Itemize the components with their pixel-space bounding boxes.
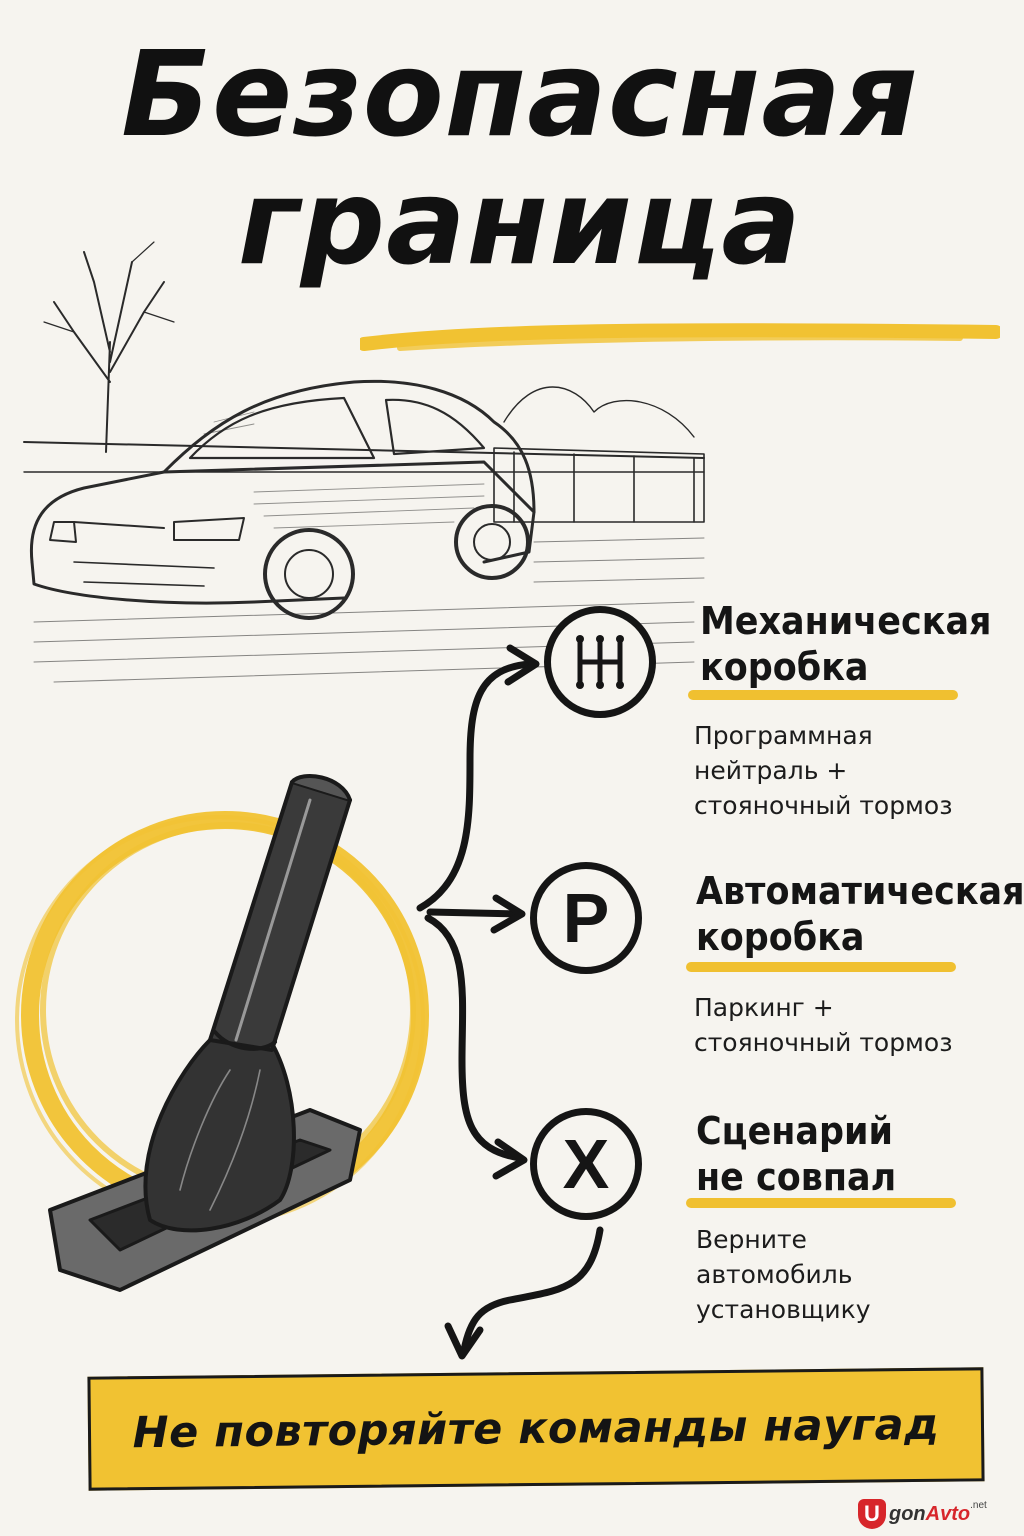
logo-shield-icon: U	[858, 1499, 886, 1529]
option-mismatch-underline	[686, 1198, 956, 1208]
tree-sketch	[43, 241, 175, 453]
parking-p-icon: P	[530, 862, 642, 974]
cross-glyph: X	[562, 1125, 610, 1203]
title-line-1: Безопасная	[121, 25, 919, 163]
option-mismatch-description: Верните автомобиль установщику	[696, 1225, 871, 1324]
front-wheel-sketch	[263, 528, 355, 620]
option-auto-description: Паркинг + стояночный тормоз	[694, 993, 953, 1057]
gear-shift-pattern-icon	[544, 606, 656, 718]
rear-wheel-sketch	[454, 504, 530, 580]
title-line-2: граница	[237, 153, 803, 291]
car-body-sketch	[29, 379, 536, 605]
option-mismatch-heading: Сценарий не совпал	[696, 1109, 897, 1199]
logo-wordmark: gonAvto	[889, 1502, 971, 1525]
option-auto-underline	[686, 962, 956, 972]
logo-tld: .net	[970, 1500, 987, 1511]
page-title: Безопасная граница	[60, 30, 980, 286]
arrow-to-banner	[460, 1226, 604, 1354]
handbrake-lever-illustration	[15, 774, 429, 1292]
option-manual-heading: Механическая коробка	[700, 599, 992, 689]
cross-icon: X	[530, 1108, 642, 1220]
warning-banner-text: Не повторяйте команды наугад	[132, 1399, 940, 1459]
car-sketch-illustration	[23, 241, 705, 683]
warning-banner: Не повторяйте команды наугад	[87, 1367, 985, 1491]
option-manual-underline	[688, 690, 958, 700]
site-logo: U gonAvto .net	[858, 1496, 987, 1532]
title-underline-brush	[360, 323, 1000, 351]
option-auto-heading: Автоматическая коробка	[696, 869, 1024, 959]
parking-glyph: P	[562, 879, 610, 957]
option-manual-description: Программная нейтраль + стояночный тормоз	[694, 721, 953, 820]
